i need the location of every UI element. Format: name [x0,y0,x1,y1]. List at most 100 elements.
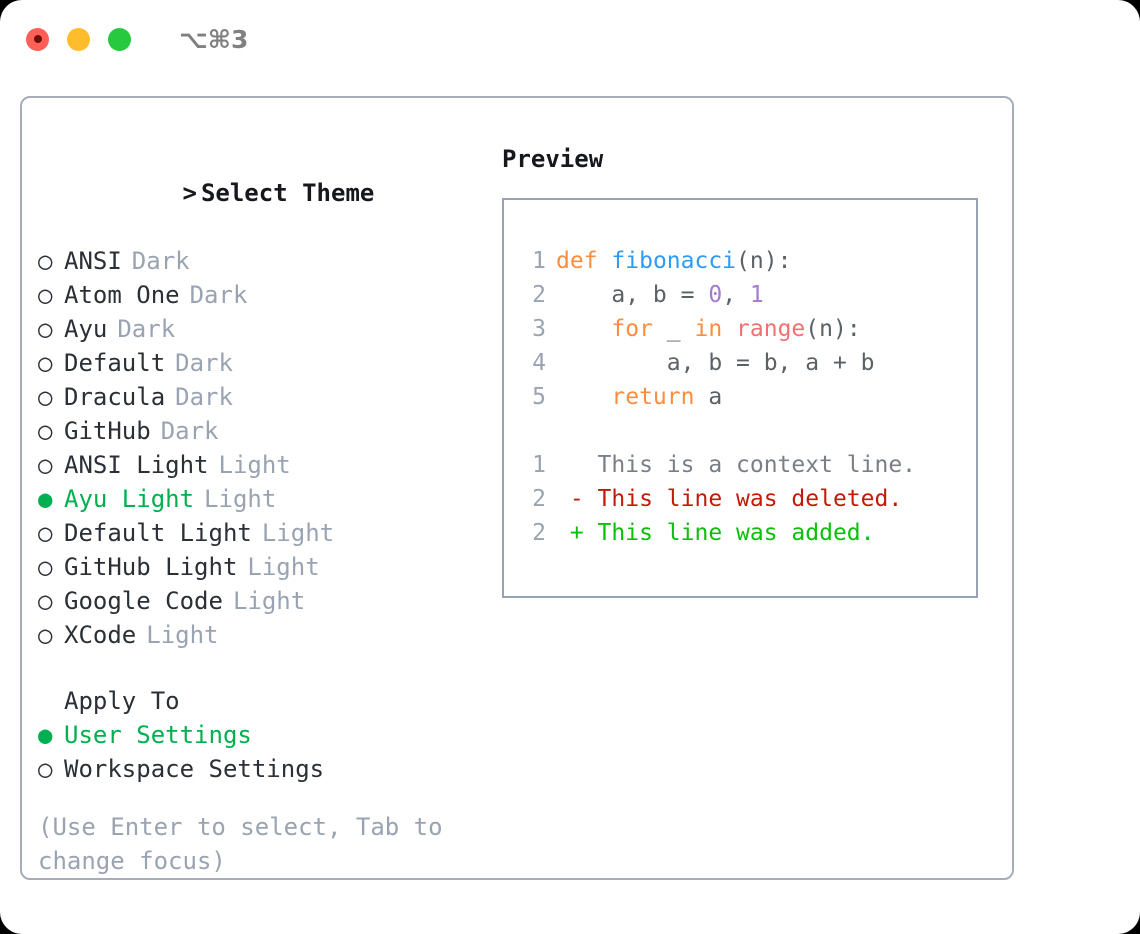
theme-option-label: Default [64,349,166,377]
theme-option-xcode[interactable]: ○ XCode Light [38,618,478,652]
theme-option-kind: Light [218,451,291,479]
theme-option-dracula[interactable]: ○ Dracula Dark [38,380,478,414]
theme-option-label: Ayu [64,315,108,343]
code-token: _ [652,316,695,342]
code-line: 1 def fibonacci(n): [520,244,976,278]
line-number: 2 [532,282,546,308]
theme-option-kind: Dark [117,315,176,343]
code-line: 4 a, b = b, a + b [520,346,976,380]
spacer [38,786,478,810]
theme-option-kind: Dark [160,417,219,445]
code-token: in [694,316,723,342]
code-token: range [736,316,806,342]
radio-unselected-icon: ○ [38,247,53,275]
theme-option-kind: Light [261,519,335,547]
diff-sample: 1 This is a context line.2 - This line w… [520,448,976,550]
theme-option-kind: Dark [131,247,190,275]
theme-option-label: GitHub Light [64,553,238,581]
traffic-lights [26,27,131,51]
apply-to-option-label: User Settings [64,721,252,749]
code-token [556,316,611,342]
diff-line-del: 2 - This line was deleted. [520,482,976,516]
code-token: 0 [708,282,723,308]
code-token [556,384,611,410]
line-number: 1 [532,248,546,274]
theme-option-default-light[interactable]: ○ Default Light Light [38,516,478,550]
theme-option-ayu[interactable]: ○ Ayu Dark [38,312,478,346]
minimize-button[interactable] [67,27,90,51]
keyboard-hint: (Use Enter to select, Tab to change focu… [38,813,443,875]
theme-option-kind: Light [232,587,306,615]
radio-unselected-icon: ○ [38,755,53,783]
line-number: 5 [532,384,546,410]
code-token: a, b = [556,282,709,308]
code-line: 5 return a [520,380,976,414]
theme-option-label: XCode [64,621,137,649]
theme-option-kind: Dark [189,281,248,309]
spacer [38,652,478,684]
keyboard-shortcut-label: ⌥⌘3 [179,24,249,54]
radio-unselected-icon: ○ [38,553,53,581]
radio-unselected-icon: ○ [38,315,53,343]
radio-unselected-icon: ○ [38,349,53,377]
radio-unselected-icon: ○ [38,383,53,411]
theme-option-kind: Dark [175,349,233,377]
recording-indicator-icon [33,35,42,43]
theme-option-label: Default Light [64,519,252,547]
radio-unselected-icon: ○ [38,587,53,615]
code-token: fibonacci [611,248,737,274]
diff-line-text: + This line was added. [556,520,875,546]
preview-heading: Preview [502,145,604,173]
caret-icon: > [182,179,197,207]
theme-option-ansi-light[interactable]: ○ ANSI Light Light [38,448,478,482]
theme-option-default[interactable]: ○ Default Dark [38,346,478,380]
theme-option-label: ANSI [64,247,122,275]
apply-to-option-user-settings[interactable]: ●User Settings [38,718,478,752]
code-token: return [611,384,695,410]
diff-line-add: 2 + This line was added. [520,516,976,550]
line-number: 1 [532,452,546,478]
theme-option-kind: Light [146,621,219,649]
theme-option-kind: Dark [175,383,233,411]
radio-selected-icon: ● [38,485,53,513]
line-number: 4 [532,350,546,376]
code-token [722,316,736,342]
code-line: 3 for _ in range(n): [520,312,976,346]
title-bar: ⌥⌘3 [0,0,1140,78]
radio-unselected-icon: ○ [38,451,53,479]
radio-unselected-icon: ○ [38,417,53,445]
apply-to-option-list: ●User Settings○Workspace Settings [38,718,478,786]
diff-line-text: - This line was deleted. [556,486,903,512]
line-number: 2 [532,520,546,546]
apply-to-heading: Apply To [64,687,180,715]
code-token: , [722,282,750,308]
radio-unselected-icon: ○ [38,519,53,547]
theme-option-ansi[interactable]: ○ ANSI Dark [38,244,478,278]
radio-unselected-icon: ○ [38,621,53,649]
apply-to-option-workspace-settings[interactable]: ○Workspace Settings [38,752,478,786]
code-token: a [694,384,723,410]
code-spacer [520,414,976,448]
line-number: 3 [532,316,546,342]
code-token: (n): [736,248,792,274]
theme-option-label: ANSI Light [64,451,209,479]
theme-option-label: Dracula [64,383,166,411]
code-token: def [556,248,598,274]
select-theme-title: Select Theme [200,179,375,207]
code-token: 1 [749,282,764,308]
theme-option-kind: Light [204,485,277,513]
zoom-button[interactable] [108,27,131,51]
code-line: 2 a, b = 0, 1 [520,278,976,312]
close-button[interactable] [26,27,49,51]
